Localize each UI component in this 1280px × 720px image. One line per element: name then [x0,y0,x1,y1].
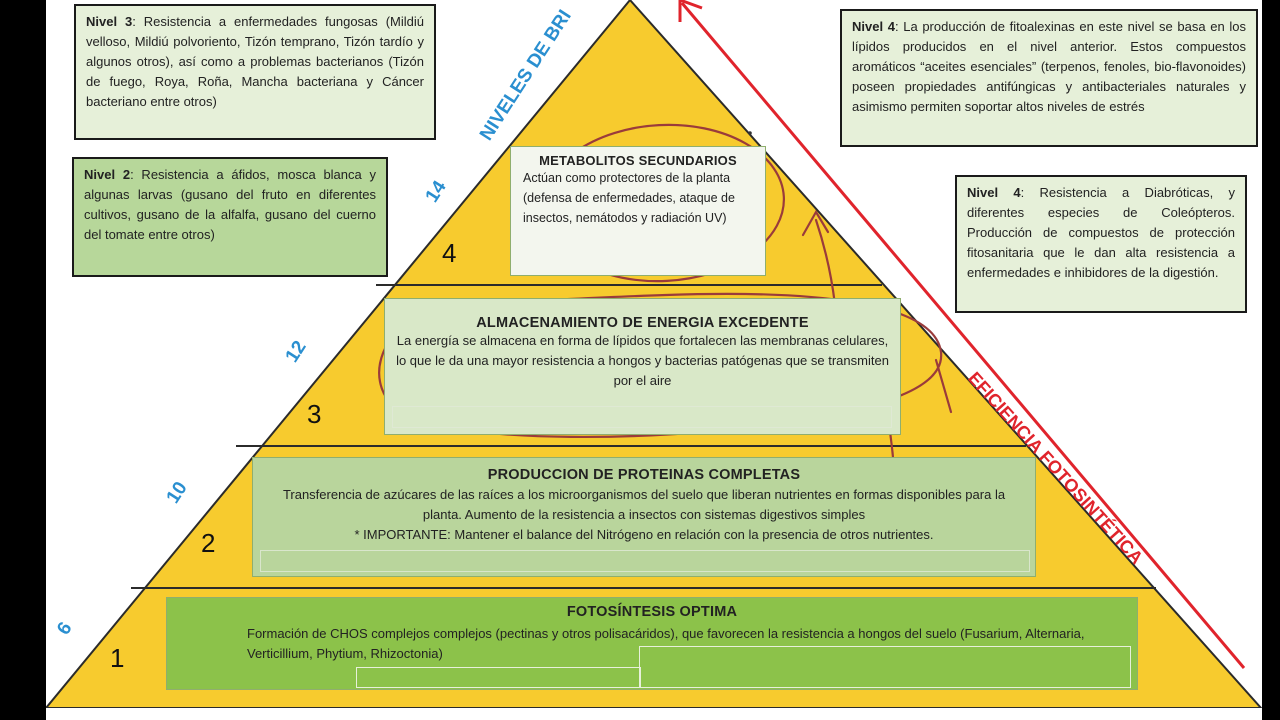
ink-arrowhead-3-4 [801,209,830,237]
level-2-note: * IMPORTANTE: Mantener el balance del Ni… [354,527,934,542]
note-nivel-3-text: : Resistencia a enfermedades fungosas (M… [86,14,424,109]
level-1-empty-field-b [639,646,1131,688]
level-number-3: 3 [307,399,322,429]
level-number-4: 4 [442,238,457,268]
note-nivel-4b-label: Nivel 4 [967,185,1021,200]
level-1-box: FOTOSÍNTESIS OPTIMA Formación de CHOS co… [166,597,1138,690]
arrow-head-icon [678,0,703,22]
level-2-title: PRODUCCION DE PROTEINAS COMPLETAS [487,467,801,483]
level-2-empty-field [260,550,1030,572]
level-3-title: ALMACENAMIENTO DE ENERGIA EXCEDENTE [476,315,809,331]
level-3-empty-field [392,406,892,428]
level-number-2: 2 [201,528,216,558]
note-nivel-4a-label: Nivel 4 [852,19,895,34]
note-nivel-3: Nivel 3: Resistencia a enfermedades fung… [74,4,436,140]
level-1-empty-field-a [356,667,641,688]
level-3-box: ALMACENAMIENTO DE ENERGIA EXCEDENTE La e… [384,298,901,435]
level-3-desc: La energía se almacena en forma de lípid… [396,333,889,388]
ink-mark [934,358,953,414]
level-4-box: METABOLITOS SECUNDARIOS Actúan como prot… [510,146,766,276]
level-number-1: 1 [110,643,125,673]
note-nivel-3-label: Nivel 3 [86,14,133,29]
note-nivel-2-text: : Resistencia a áfidos, mosca blanca y a… [84,167,377,242]
level-2-desc: Transferencia de azúcares de las raíces … [282,487,1006,522]
level-4-desc: Actúan como protectores de la planta (de… [523,171,735,225]
note-nivel-4-coleopteros: Nivel 4: Resistencia a Diabróticas, y di… [955,175,1247,313]
efficiency-arrow [680,2,1246,669]
ink-dot [748,131,752,135]
note-nivel-2: Nivel 2: Resistencia a áfidos, mosca bla… [72,157,388,277]
level-2-box: PRODUCCION DE PROTEINAS COMPLETAS Transf… [252,457,1036,577]
level-1-desc: Formación de CHOS complejos complejos (p… [247,626,1085,661]
note-nivel-4-fitoalexinas: Nivel 4: La producción de fitoalexinas e… [840,9,1258,147]
note-nivel-4b-text: : Resistencia a Diabróticas, y diferente… [967,185,1235,280]
bottom-margin [46,708,1262,720]
slide-canvas: 14 12 10 6 NIVELES DE BRI EFICIENCIA FOT… [46,0,1262,720]
level-4-title: METABOLITOS SECUNDARIOS [539,153,737,168]
note-nivel-4a-text: : La producción de fitoalexinas en este … [852,19,1246,114]
level-1-title: FOTOSÍNTESIS OPTIMA [566,604,738,620]
note-nivel-2-label: Nivel 2 [84,167,131,182]
